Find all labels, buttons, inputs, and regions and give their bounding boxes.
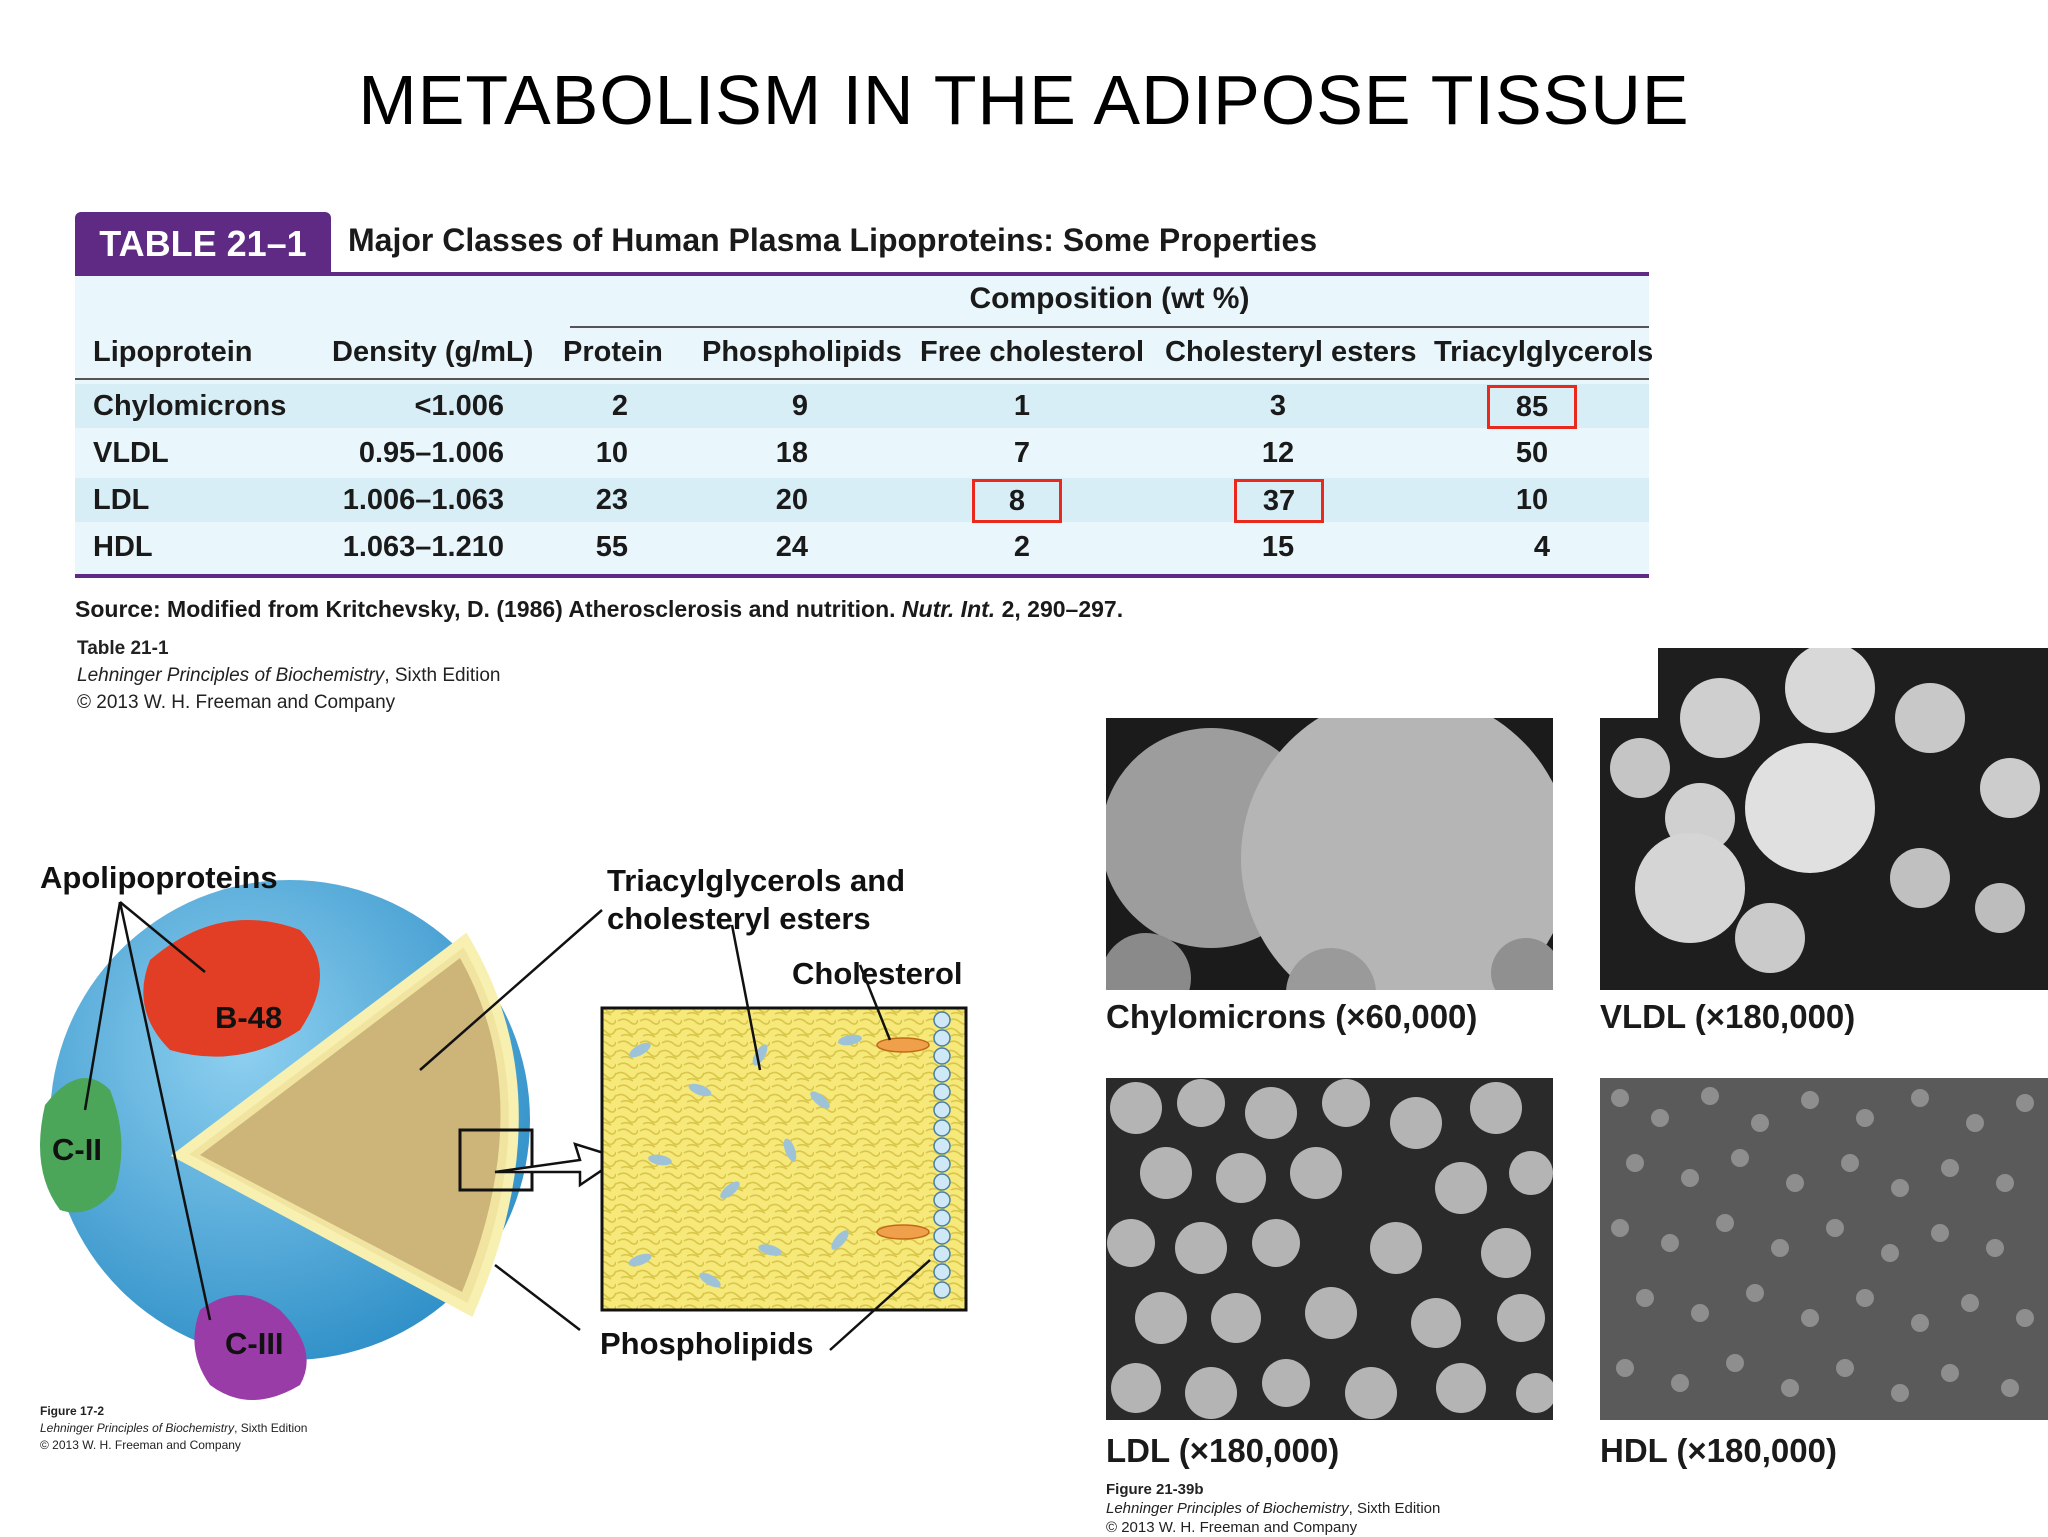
column-header-density: Density (g/mL) [332, 336, 534, 368]
page-title: METABOLISM IN THE ADIPOSE TISSUE [358, 61, 1690, 139]
micrograph-credit-copyright: © 2013 W. H. Freeman and Company [1106, 1519, 1358, 1536]
cholesterol-label: Cholesterol [792, 956, 963, 991]
column-header-lipoprotein: Lipoprotein [93, 336, 253, 368]
b48-protein [143, 920, 320, 1057]
composition-header: Composition (wt %) [969, 282, 1250, 315]
micrograph-credit: Figure 21-39b Lehninger Principles of Bi… [1106, 1480, 1440, 1537]
table-credit-figure: Table 21-1 [77, 638, 169, 659]
diagram-credit-copyright: © 2013 W. H. Freeman and Company [40, 1438, 241, 1452]
ldl-caption: LDL (×180,000) [1106, 1432, 1340, 1469]
cell-cholesteryl-esters: 12 [1261, 437, 1295, 469]
hdl-caption: HDL (×180,000) [1600, 1432, 1837, 1469]
c3-label: C-III [225, 1326, 284, 1361]
cell-phospholipids: 18 [775, 437, 808, 469]
zoom-box [458, 1128, 534, 1192]
chylomicrons-caption: Chylomicrons (×60,000) [1106, 998, 1478, 1035]
apolipoprotein-pointers [83, 901, 212, 1321]
vldl-caption: VLDL (×180,000) [1600, 998, 1856, 1035]
cholesterol-molecules [876, 1037, 930, 1240]
cell-free-cholesterol-highlighted: 8 [972, 479, 1062, 523]
vldl-micrograph [1600, 648, 2048, 990]
cell-triacylglycerols: 4 [1533, 531, 1551, 563]
core-wedge [200, 958, 501, 1292]
cell-name: LDL [93, 484, 150, 516]
cell-phospholipids: 24 [775, 531, 808, 563]
column-header-protein: Protein [563, 336, 663, 368]
source-text: Modified from Kritchevsky, D. (1986) Ath… [167, 596, 896, 622]
source-journal: Nutr. Int. [901, 596, 996, 622]
c2-label: C-II [52, 1132, 102, 1167]
cell-density: <1.006 [414, 390, 504, 422]
table-credit: Table 21-1 Lehninger Principles of Bioch… [77, 635, 500, 716]
ldl-micrograph [1106, 1078, 1553, 1420]
cell-density: 1.063–1.210 [342, 531, 504, 563]
core-label-line1: Triacylglycerols and [607, 863, 906, 898]
micrograph-credit-edition: , Sixth Edition [1348, 1500, 1441, 1517]
cell-triacylglycerols: 50 [1515, 437, 1549, 469]
apolipoproteins-label: Apolipoproteins [40, 860, 278, 895]
cell-protein: 23 [595, 484, 628, 516]
cell-name: VLDL [93, 437, 169, 469]
cell-density: 0.95–1.006 [358, 437, 504, 469]
composition-rule [570, 326, 1649, 328]
b48-label: B-48 [215, 1000, 283, 1035]
table-bottom-rule [75, 574, 1649, 578]
label-pointers [419, 909, 931, 1351]
table-credit-edition: , Sixth Edition [384, 665, 501, 686]
table-credit-copyright: © 2013 W. H. Freeman and Company [77, 692, 396, 713]
hdl-micrograph [1600, 1078, 2048, 1420]
column-header-cholesteryl-esters: Cholesteryl esters [1165, 336, 1417, 368]
cell-cholesteryl-esters: 3 [1269, 390, 1287, 422]
cell-cholesteryl-esters-highlighted: 37 [1234, 479, 1324, 523]
table-title: Major Classes of Human Plasma Lipoprotei… [348, 222, 1318, 258]
table-row [75, 384, 1649, 428]
cell-free-cholesterol: 7 [1013, 437, 1031, 469]
cell-protein: 55 [595, 531, 628, 563]
column-header-triacylglycerols: Triacylglycerols [1434, 336, 1654, 368]
lipoprotein-diagram [40, 880, 968, 1400]
cell-name: HDL [93, 531, 153, 563]
diagram-credit-book: Lehninger Principles of Biochemistry [40, 1421, 235, 1435]
micrograph-credit-figure: Figure 21-39b [1106, 1481, 1204, 1498]
table-credit-book: Lehninger Principles of Biochemistry [77, 665, 385, 686]
c3-protein [194, 1295, 307, 1400]
core-label: Triacylglycerols and cholesteryl esters [607, 862, 905, 938]
source-pages: 2, 290–297. [1001, 596, 1124, 622]
cell-cholesteryl-esters: 15 [1261, 531, 1295, 563]
cell-protein: 10 [595, 437, 628, 469]
table-row [75, 478, 1649, 522]
phospholipids-label: Phospholipids [600, 1326, 814, 1361]
chylomicrons-micrograph [1106, 718, 1553, 990]
cell-protein: 2 [611, 390, 628, 422]
source-label: Source: [75, 596, 161, 622]
c2-protein [40, 1078, 122, 1213]
diagram-credit-edition: , Sixth Edition [234, 1421, 308, 1435]
phospholipid-heads [933, 1011, 951, 1299]
cell-name: Chylomicrons [93, 390, 287, 422]
table-source: Source: Modified from Kritchevsky, D. (1… [75, 596, 1123, 623]
cell-triacylglycerols: 10 [1515, 484, 1549, 516]
cell-free-cholesterol: 2 [1013, 531, 1031, 563]
diagram-credit: Figure 17-2 Lehninger Principles of Bioc… [40, 1403, 307, 1454]
table-number-badge: TABLE 21–1 [75, 212, 331, 276]
table-top-rule [75, 272, 1649, 276]
core-label-line2: cholesteryl esters [607, 901, 871, 936]
diagram-credit-figure: Figure 17-2 [40, 1404, 105, 1418]
cell-phospholipids: 9 [791, 390, 808, 422]
cell-triacylglycerols-highlighted: 85 [1487, 385, 1577, 429]
column-header-phospholipids: Phospholipids [702, 336, 902, 368]
cell-phospholipids: 20 [775, 484, 808, 516]
column-header-free-cholesterol: Free cholesterol [920, 336, 1145, 368]
header-rule [75, 378, 1649, 380]
cell-free-cholesterol: 1 [1013, 390, 1031, 422]
micrograph-credit-book: Lehninger Principles of Biochemistry [1106, 1500, 1349, 1517]
cell-density: 1.006–1.063 [342, 484, 504, 516]
cholesteryl-ester-molecules [628, 1034, 862, 1288]
